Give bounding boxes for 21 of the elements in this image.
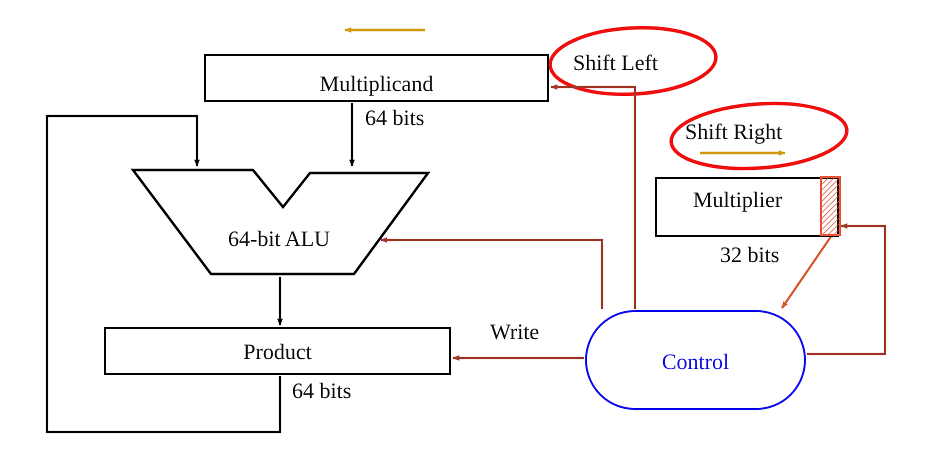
register-box bbox=[104, 327, 451, 375]
operation-label: Shift Right bbox=[685, 121, 782, 143]
arrow bbox=[550, 84, 636, 309]
bit-width-label: 64 bits bbox=[292, 380, 352, 402]
node-label: Multiplier bbox=[693, 189, 782, 211]
arrow bbox=[349, 103, 355, 167]
arrow bbox=[277, 277, 283, 326]
arrow bbox=[380, 237, 604, 309]
bit-cell bbox=[820, 176, 841, 236]
alu-shape bbox=[132, 168, 430, 276]
node-label: Product bbox=[242, 341, 313, 363]
register-box bbox=[655, 177, 839, 237]
register-box bbox=[204, 54, 549, 102]
bit-width-label: 64 bits bbox=[365, 107, 424, 129]
node-label: 64-bit ALU bbox=[228, 228, 330, 250]
arrow bbox=[452, 355, 584, 361]
arrow bbox=[807, 223, 886, 356]
arrow bbox=[46, 114, 282, 434]
node-label: Multiplicand bbox=[318, 73, 434, 95]
node-label: Control bbox=[660, 351, 730, 373]
bit-width-label: 32 bits bbox=[720, 244, 780, 266]
